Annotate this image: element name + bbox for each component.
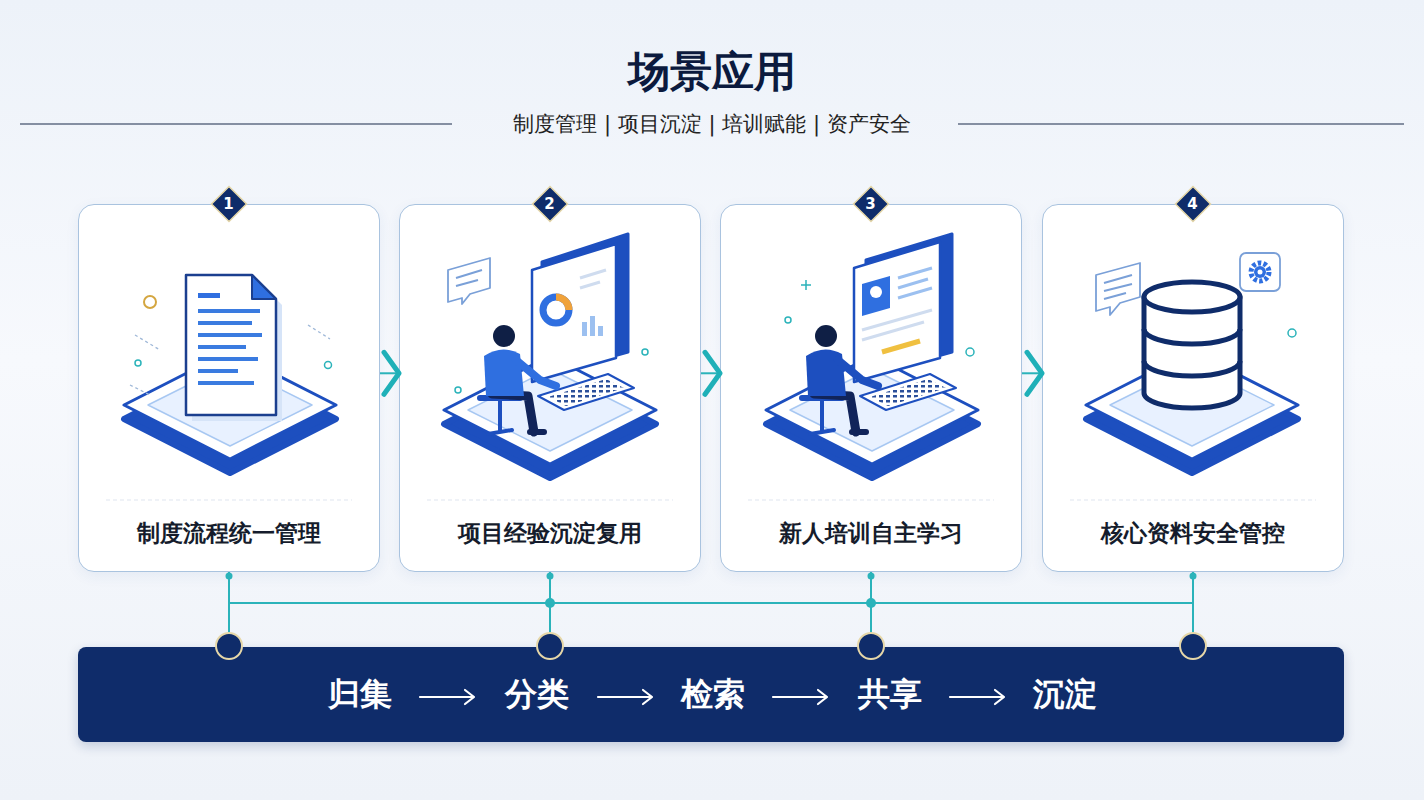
connector: [870, 572, 872, 647]
process-step: 共享: [858, 647, 922, 742]
connector: [228, 572, 230, 647]
connector: [1022, 372, 1042, 374]
connector-bus: [866, 598, 876, 608]
process-step: 归集: [328, 647, 392, 742]
process-step: 分类: [505, 647, 569, 742]
process-step: 检索: [681, 647, 745, 742]
card-title: 新人培训自主学习: [721, 513, 1021, 553]
step-number: 3: [852, 185, 890, 223]
scenario-card: 项目经验沉淀复用2: [399, 204, 701, 572]
step-badge: 4: [1174, 185, 1212, 223]
process-step: 沉淀: [1033, 647, 1097, 742]
connector: [549, 572, 551, 647]
step-number: 2: [531, 185, 569, 223]
card-title: 核心资料安全管控: [1043, 513, 1343, 553]
connector-bus: [229, 602, 1193, 604]
connector-bus: [545, 598, 555, 608]
connector-bus: [226, 573, 1197, 609]
card-title: 制度流程统一管理: [79, 513, 379, 553]
scenario-card: 新人培训自主学习3: [720, 204, 1022, 572]
step-badge: 3: [852, 185, 890, 223]
connector-bus: [1190, 573, 1197, 580]
subtitle-rule: [20, 123, 452, 124]
connector-bus: [226, 573, 233, 580]
step-number: 1: [210, 185, 248, 223]
step-number: 4: [1174, 185, 1212, 223]
connector-bus: [868, 573, 875, 580]
connector: [701, 372, 720, 374]
process-band: 归集 分类 检索 共享 沉淀: [78, 647, 1344, 742]
connector-bus: [547, 573, 554, 580]
scenario-card: 核心资料安全管控4: [1042, 204, 1344, 572]
page-title: 场景应用: [0, 42, 1424, 102]
step-badge: 2: [531, 185, 569, 223]
subtitle-rule: [958, 123, 1404, 124]
scenario-card: 制度流程统一管理1: [78, 204, 380, 572]
step-badge: 1: [210, 185, 248, 223]
subtitle: 制度管理 | 项目沉淀 | 培训赋能 | 资产安全: [0, 108, 1424, 140]
card-title: 项目经验沉淀复用: [400, 513, 700, 553]
connector: [380, 372, 399, 374]
connector: [1192, 572, 1194, 647]
